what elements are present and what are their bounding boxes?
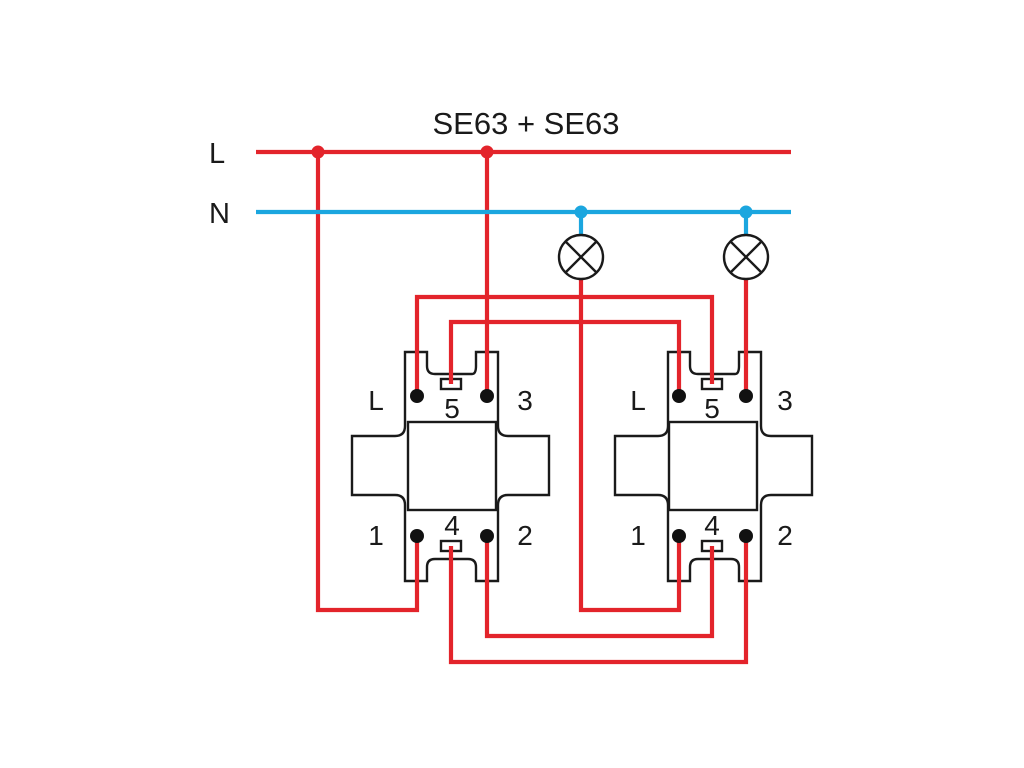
switch-right-outline [613, 350, 814, 583]
live-bus-label: L [209, 138, 225, 170]
left-terminal-L [410, 389, 424, 403]
switch-right-center-window [667, 420, 759, 512]
lamp-icon [722, 233, 770, 281]
wire-live-to-left-t1 [315, 152, 420, 613]
left-label-4: 4 [444, 510, 460, 541]
live-junction-2 [480, 145, 494, 159]
lamp-1 [557, 233, 605, 281]
switch-left-outline [350, 350, 551, 583]
wire-left-L-to-right-5 [414, 294, 715, 396]
right-terminal-L [672, 389, 686, 403]
left-label-2: 2 [517, 520, 533, 551]
left-label-5: 5 [444, 393, 460, 424]
live-junction-1 [311, 145, 325, 159]
lamp-2 [722, 233, 770, 281]
left-label-1: 1 [368, 520, 384, 551]
right-terminal-2 [739, 529, 753, 543]
neutral-junction-1 [574, 205, 588, 219]
right-terminal-3 [739, 389, 753, 403]
lamp-icon [557, 233, 605, 281]
switch-left-center-window [406, 420, 498, 512]
left-label-3: 3 [517, 385, 533, 416]
left-terminal-3 [480, 389, 494, 403]
left-terminal-1 [410, 529, 424, 543]
wire-lamp1-to-right-t1 [578, 277, 682, 613]
wire-left-4-to-right-2 [448, 536, 749, 665]
diagram-title: SE63 + SE63 [433, 106, 620, 141]
left-label-L: L [368, 385, 384, 416]
right-label-1: 1 [630, 520, 646, 551]
right-label-5: 5 [704, 393, 720, 424]
wire-left-5-to-right-L [448, 319, 682, 396]
neutral-junction-2 [739, 205, 753, 219]
right-label-L: L [630, 385, 646, 416]
right-label-2: 2 [777, 520, 793, 551]
left-terminal-2 [480, 529, 494, 543]
right-label-3: 3 [777, 385, 793, 416]
wire-left-2-to-right-4 [484, 536, 715, 639]
right-terminal-1 [672, 529, 686, 543]
neutral-bus-label: N [209, 198, 230, 230]
right-label-4: 4 [704, 510, 720, 541]
